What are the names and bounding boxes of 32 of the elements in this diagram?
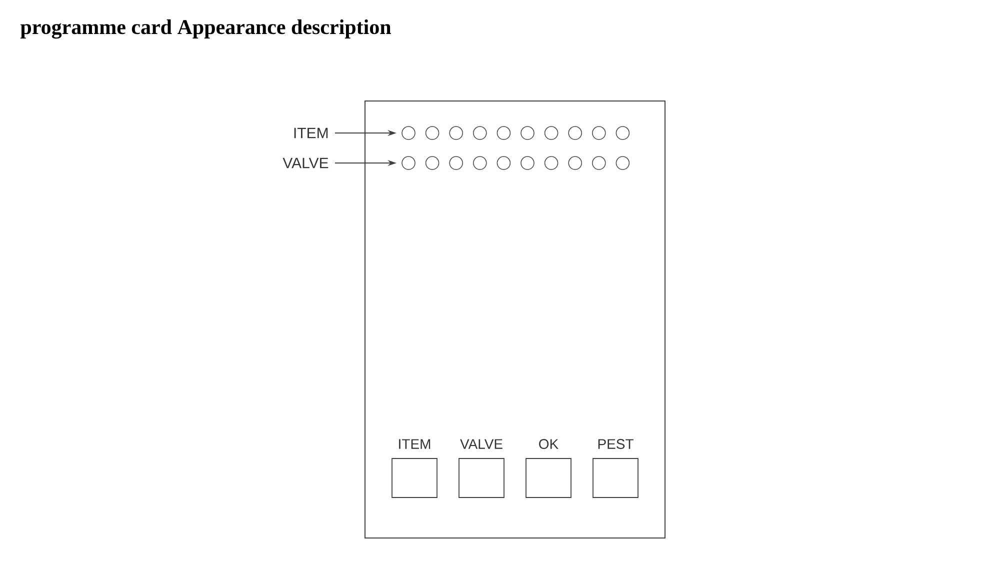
node-label: ITEM — [399, 439, 430, 449]
indicator-lamp — [496, 156, 511, 170]
indicator-lamp — [496, 126, 511, 140]
button: OK — [526, 439, 572, 498]
row-label: ITEM — [294, 128, 328, 138]
indicator-lamp — [520, 156, 534, 170]
node-label: OK — [539, 439, 558, 449]
indicator-lamp — [544, 156, 558, 170]
indicator-lamp — [568, 126, 582, 140]
indicator-lamp — [425, 126, 440, 140]
indicator-lamp — [616, 156, 630, 170]
indicator-lamp — [402, 156, 416, 170]
card-outline — [364, 100, 666, 538]
title: programme card Appearance description — [20, 19, 392, 39]
node-label: PEST — [598, 439, 634, 449]
indicator-lamp — [402, 126, 416, 140]
node-label: VALVE — [460, 439, 502, 449]
indicator-lamp — [544, 126, 558, 140]
row-label: VALVE — [282, 158, 328, 168]
indicator-lamp — [473, 126, 487, 140]
button: VALVE — [458, 439, 504, 498]
indicator-lamp — [425, 156, 440, 170]
button: PEST — [592, 439, 638, 498]
indicator-lamp — [616, 126, 630, 140]
indicator-lamp — [449, 156, 463, 170]
indicator-lamp — [520, 126, 534, 140]
indicator-lamp — [568, 156, 582, 170]
indicator-lamp — [473, 156, 487, 170]
indicator-lamp — [449, 126, 463, 140]
indicator-lamp — [592, 126, 606, 140]
button: ITEM — [392, 439, 438, 498]
indicator-lamp — [592, 156, 606, 170]
